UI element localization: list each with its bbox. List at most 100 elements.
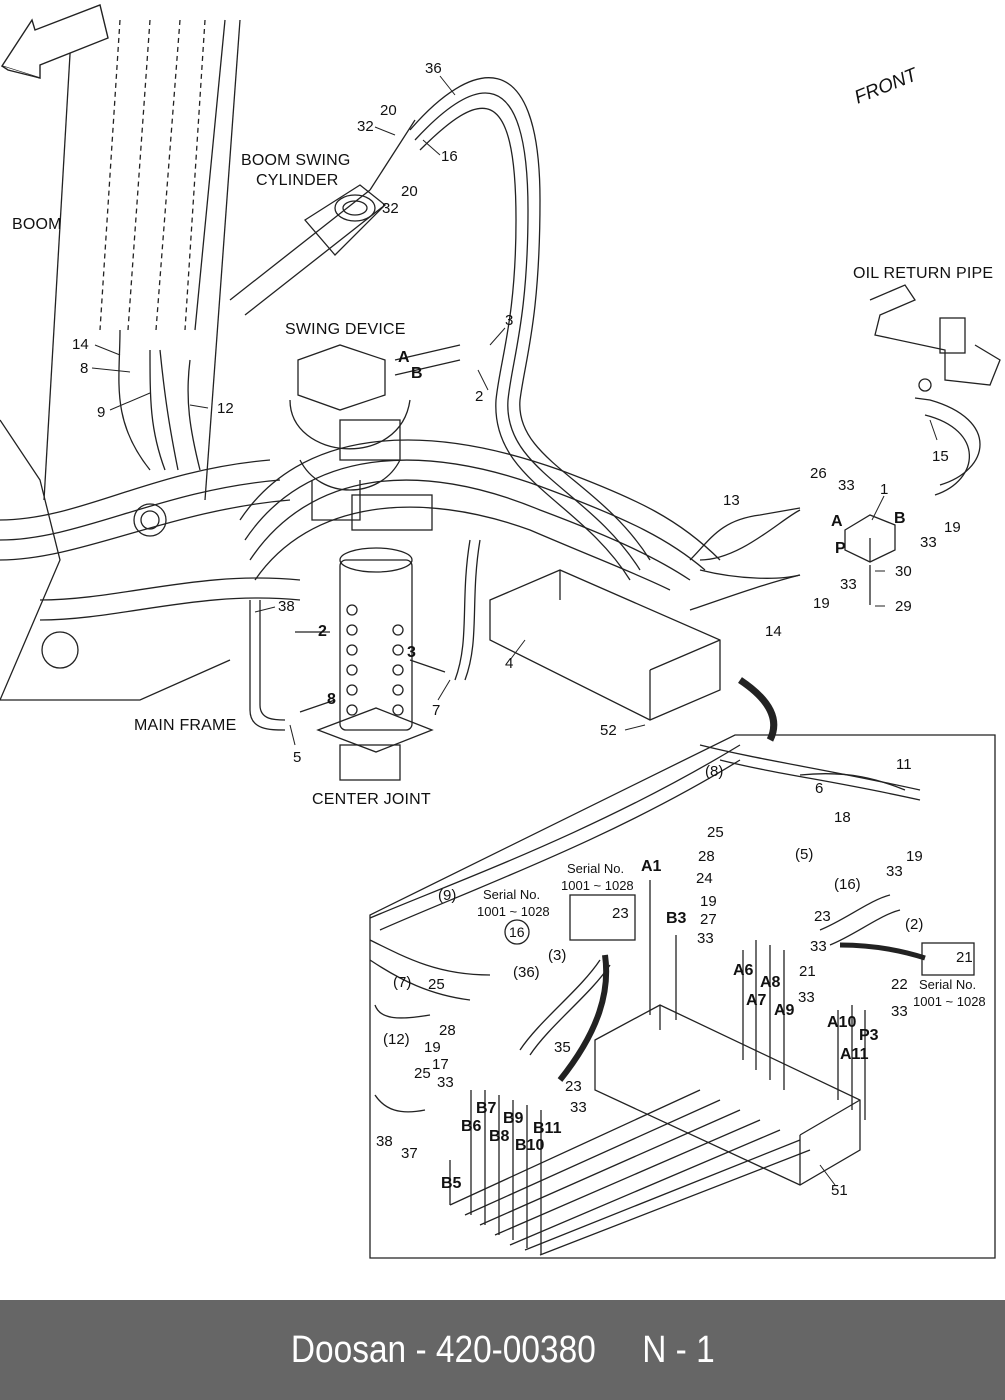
callout-16-circled: 16: [509, 924, 525, 940]
swing-port-b: B: [411, 365, 423, 382]
label-center-joint: CENTER JOINT: [312, 791, 431, 808]
block-port-b: B: [894, 510, 906, 527]
leader-lines: [91, 75, 938, 1186]
callout-33: 33: [570, 1099, 587, 1116]
center-joint-port-2: 2: [318, 623, 327, 640]
serial-note-range: 1001 ~ 1028: [477, 904, 550, 919]
callout-36-ref: (36): [513, 964, 540, 981]
callout-11: 11: [896, 756, 912, 773]
callout-28: 28: [439, 1022, 456, 1039]
callout-33: 33: [891, 1003, 908, 1020]
callout-32: 32: [357, 118, 374, 135]
footer-part-label: Doosan - 420-00380 N - 1: [290, 1328, 715, 1371]
callout-33: 33: [810, 938, 827, 955]
swing-port-a: A: [398, 349, 410, 366]
callout-2-ref: (2): [905, 916, 924, 933]
port-a1: A1: [641, 858, 662, 875]
callout-27: 27: [700, 911, 717, 928]
callout-30: 30: [895, 563, 912, 580]
callout-33: 33: [886, 863, 903, 880]
callout-14: 14: [72, 336, 89, 353]
port-b8: B8: [489, 1128, 510, 1145]
callout-circle-16: [504, 919, 530, 945]
callout-5: 5: [293, 749, 302, 766]
callout-4: 4: [505, 655, 514, 672]
port-b3: B3: [666, 910, 687, 927]
port-p3: P3: [859, 1027, 879, 1044]
callout-35: 35: [554, 1039, 571, 1056]
inset-frame: [369, 734, 996, 1259]
callout-26: 26: [810, 465, 827, 482]
hose-bundle: [239, 419, 721, 731]
callout-25: 25: [414, 1065, 431, 1082]
port-a10: A10: [827, 1014, 857, 1031]
serial-note-label: Serial No.: [567, 861, 625, 876]
callout-23: 23: [814, 908, 831, 925]
serial-note-range: 1001 ~ 1028: [561, 878, 634, 893]
callout-5-ref: (5): [795, 846, 814, 863]
inset-valve-block: [449, 1004, 861, 1256]
center-joint-port-8: 8: [327, 691, 336, 708]
port-a6: A6: [733, 962, 754, 979]
callout-33: 33: [838, 477, 855, 494]
callout-8-ref: (8): [705, 763, 724, 780]
label-main-frame: MAIN FRAME: [134, 717, 237, 734]
callout-32: 32: [382, 200, 399, 217]
callout-33: 33: [798, 989, 815, 1006]
callout-23: 23: [612, 905, 629, 922]
callout-29: 29: [895, 598, 912, 615]
callout-9: 9: [97, 404, 106, 421]
swing-device-drawing: [289, 344, 461, 521]
label-boom: BOOM: [12, 216, 62, 233]
callout-21: 21: [956, 949, 973, 966]
callout-52: 52: [600, 722, 617, 739]
label-boom-swing-cylinder-1: BOOM SWING: [241, 152, 351, 169]
callout-3: 3: [505, 312, 514, 329]
serial-note-label: Serial No.: [919, 977, 977, 992]
callout-20: 20: [380, 102, 397, 119]
block-port-a: A: [831, 513, 843, 530]
port-b5: B5: [441, 1175, 462, 1192]
callout-19: 19: [906, 848, 923, 865]
diagram-linework: [0, 19, 1001, 1259]
port-a9: A9: [774, 1002, 795, 1019]
port-b10: B10: [515, 1137, 545, 1154]
callout-22: 22: [891, 976, 908, 993]
callout-28: 28: [698, 848, 715, 865]
callout-16-ref: (16): [834, 876, 861, 893]
callout-15: 15: [932, 448, 949, 465]
port-a11: A11: [840, 1046, 869, 1063]
port-b7: B7: [476, 1100, 497, 1117]
callout-24: 24: [696, 870, 713, 887]
block-port-p: P: [835, 540, 846, 557]
serial-note-label: Serial No.: [483, 887, 541, 902]
center-joint-port-3: 3: [407, 644, 416, 661]
label-boom-swing-cylinder-2: CYLINDER: [256, 172, 339, 189]
callout-3-ref: (3): [548, 947, 567, 964]
port-b9: B9: [503, 1110, 524, 1127]
callout-38: 38: [376, 1133, 393, 1150]
hoses-36-16: [409, 77, 651, 581]
callout-13: 13: [723, 492, 740, 509]
port-b11: B11: [533, 1120, 562, 1137]
callout-20: 20: [401, 183, 418, 200]
callout-19: 19: [424, 1039, 441, 1056]
callout-36: 36: [425, 60, 442, 77]
callout-25: 25: [707, 824, 724, 841]
port-a8: A8: [760, 974, 781, 991]
boom-swing-cylinder: [229, 119, 416, 316]
callout-16: 16: [441, 148, 458, 165]
inset-port-leaders: [449, 880, 866, 1254]
callout-19: 19: [813, 595, 830, 612]
serial-box-21: [921, 942, 975, 976]
callout-23: 23: [565, 1078, 582, 1095]
callout-7-ref: (7): [393, 974, 412, 991]
boom-drawing: [0, 19, 301, 701]
front-arrow-icon: [0, 4, 109, 79]
callout-19: 19: [700, 893, 717, 910]
callout-7: 7: [432, 702, 441, 719]
callout-12-ref: (12): [383, 1031, 410, 1048]
inset-hoses: [369, 773, 926, 1113]
callout-12: 12: [217, 400, 234, 417]
block-1-drawing: [689, 397, 981, 605]
